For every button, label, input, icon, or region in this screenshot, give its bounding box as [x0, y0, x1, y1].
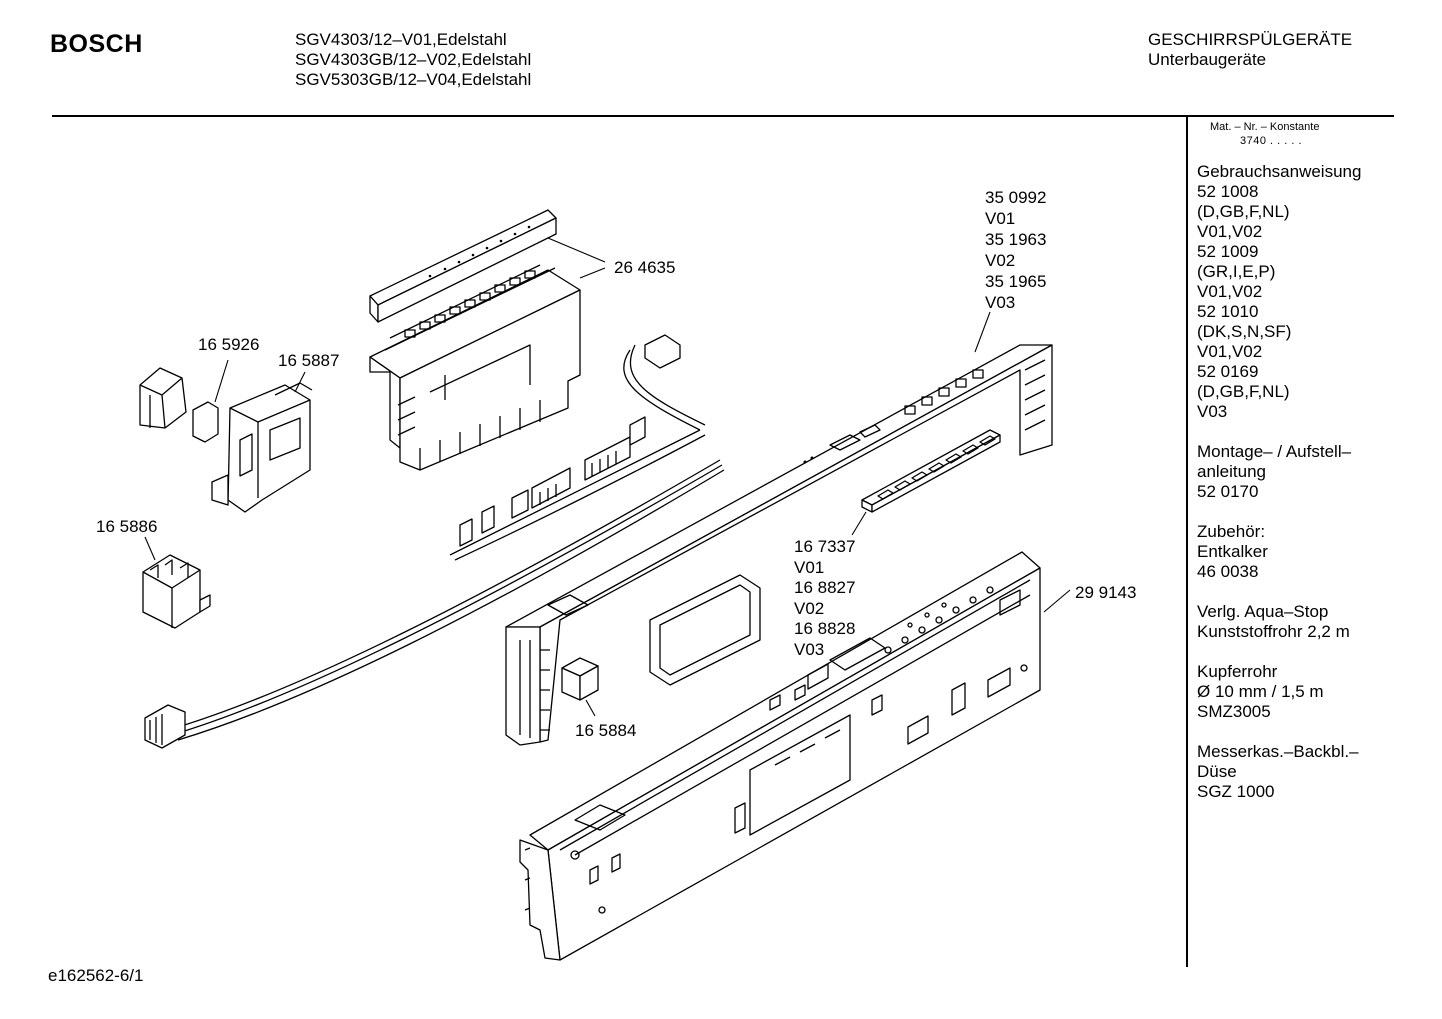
- category-line: Unterbaugeräte: [1148, 50, 1267, 69]
- front-panel-frame: [505, 344, 1053, 746]
- model-line: SGV4303/12–V01,Edelstahl: [295, 30, 507, 49]
- bracket-part: [211, 382, 313, 513]
- part-number-16-5926: 16 5926: [198, 335, 260, 354]
- sidebar-note-line: 52 1010: [1197, 302, 1259, 321]
- variant-line: 16 7337: [794, 537, 856, 556]
- part-number-16-5886: 16 5886: [96, 517, 158, 536]
- sidebar-note-line: Kunststoffrohr 2,2 m: [1197, 622, 1350, 641]
- sidebar-note-line: 52 1008: [1197, 182, 1259, 201]
- sidebar-note-line: Düse: [1197, 762, 1237, 781]
- variant-line: V03: [794, 639, 825, 659]
- clip-part: [139, 367, 219, 443]
- sidebar-note-line: V01,V02: [1197, 282, 1263, 301]
- variant-list-mid: 16 7337 V01 16 8827 V02 16 8828 V03: [794, 537, 855, 660]
- sidebar-note-line: Zubehör:: [1197, 522, 1266, 541]
- sidebar-note-line: (D,GB,F,NL): [1197, 202, 1290, 221]
- sidebar-note-line: Gebrauchsanweisung: [1197, 162, 1362, 181]
- sidebar-note-line: (GR,I,E,P): [1197, 262, 1276, 281]
- small-block-part: [561, 657, 599, 701]
- sidebar-note-line: V01,V02: [1197, 222, 1263, 241]
- sidebar-note-line: SMZ3005: [1197, 702, 1271, 721]
- material-number-label: Mat. – Nr. – Konstante: [1210, 121, 1320, 133]
- variant-line: V02: [794, 598, 825, 618]
- sidebar-note-line: Montage– / Aufstell–: [1197, 442, 1352, 461]
- sidebar-note-line: (D,GB,F,NL): [1197, 382, 1290, 401]
- variant-line: 35 0992: [985, 188, 1047, 207]
- part-number-26-4635: 26 4635: [614, 258, 676, 277]
- part-number-29-9143: 29 9143: [1075, 583, 1137, 602]
- sidebar-note-line: 52 1009: [1197, 242, 1259, 261]
- variant-line: V01: [985, 209, 1016, 228]
- sidebar-note-line: SGZ 1000: [1197, 782, 1275, 801]
- model-line: SGV5303GB/12–V04,Edelstahl: [295, 70, 532, 89]
- header-divider: [52, 115, 1394, 117]
- relay-part: [142, 554, 211, 629]
- sidebar-note-line: 46 0038: [1197, 562, 1259, 581]
- material-number-value: 3740 . . . . .: [1240, 135, 1303, 147]
- sidebar-note-line: (DK,S,N,SF): [1197, 322, 1292, 341]
- model-list: SGV4303/12–V01,Edelstahl SGV4303GB/12–V0…: [295, 30, 531, 90]
- wiring-harness: [144, 334, 725, 749]
- model-line: SGV4303GB/12–V02,Edelstahl: [295, 50, 532, 69]
- sidebar-note-line: Messerkas.–Backbl.–: [1197, 742, 1359, 761]
- keypad-strip: [861, 429, 1001, 513]
- sidebar-note-line: Kupferrohr: [1197, 662, 1278, 681]
- control-module: [369, 264, 581, 471]
- variant-line: 16 8827: [794, 578, 856, 597]
- inner-panel: [519, 551, 1041, 961]
- leader-lines: [144, 237, 1071, 717]
- variant-line: 35 1965: [985, 272, 1047, 291]
- category-title: GESCHIRRSPÜLGERÄTE Unterbaugeräte: [1148, 30, 1352, 70]
- sidebar-note-line: anleitung: [1197, 462, 1267, 481]
- variant-line: V03: [985, 293, 1016, 312]
- variant-line: 35 1963: [985, 230, 1047, 249]
- variant-line: V01: [794, 557, 825, 577]
- brand-logo: BOSCH: [50, 30, 143, 58]
- sidebar-note-line: Verlg. Aqua–Stop: [1197, 602, 1329, 621]
- sidebar-divider: [1186, 116, 1188, 967]
- variant-line: 16 8828: [794, 619, 856, 638]
- category-line: GESCHIRRSPÜLGERÄTE: [1148, 30, 1353, 49]
- part-number-16-5884: 16 5884: [575, 721, 637, 740]
- material-number: Mat. – Nr. – Konstante 3740 . . . . .: [1210, 120, 1319, 148]
- sidebar-note-line: Ø 10 mm / 1,5 m: [1197, 682, 1324, 701]
- sidebar-note-line: V03: [1197, 402, 1228, 421]
- variant-line: V02: [985, 251, 1016, 270]
- variant-list-top: 35 0992 V01 35 1963 V02 35 1965 V03: [985, 187, 1046, 313]
- part-number-16-5887: 16 5887: [278, 351, 340, 370]
- sidebar-note-line: 52 0170: [1197, 482, 1259, 501]
- document-code: e162562-6/1: [48, 966, 144, 985]
- display-strip: [369, 209, 557, 323]
- sidebar-note-line: Entkalker: [1197, 542, 1268, 561]
- sidebar-note-line: V01,V02: [1197, 342, 1263, 361]
- sidebar-note-line: 52 0169: [1197, 362, 1259, 381]
